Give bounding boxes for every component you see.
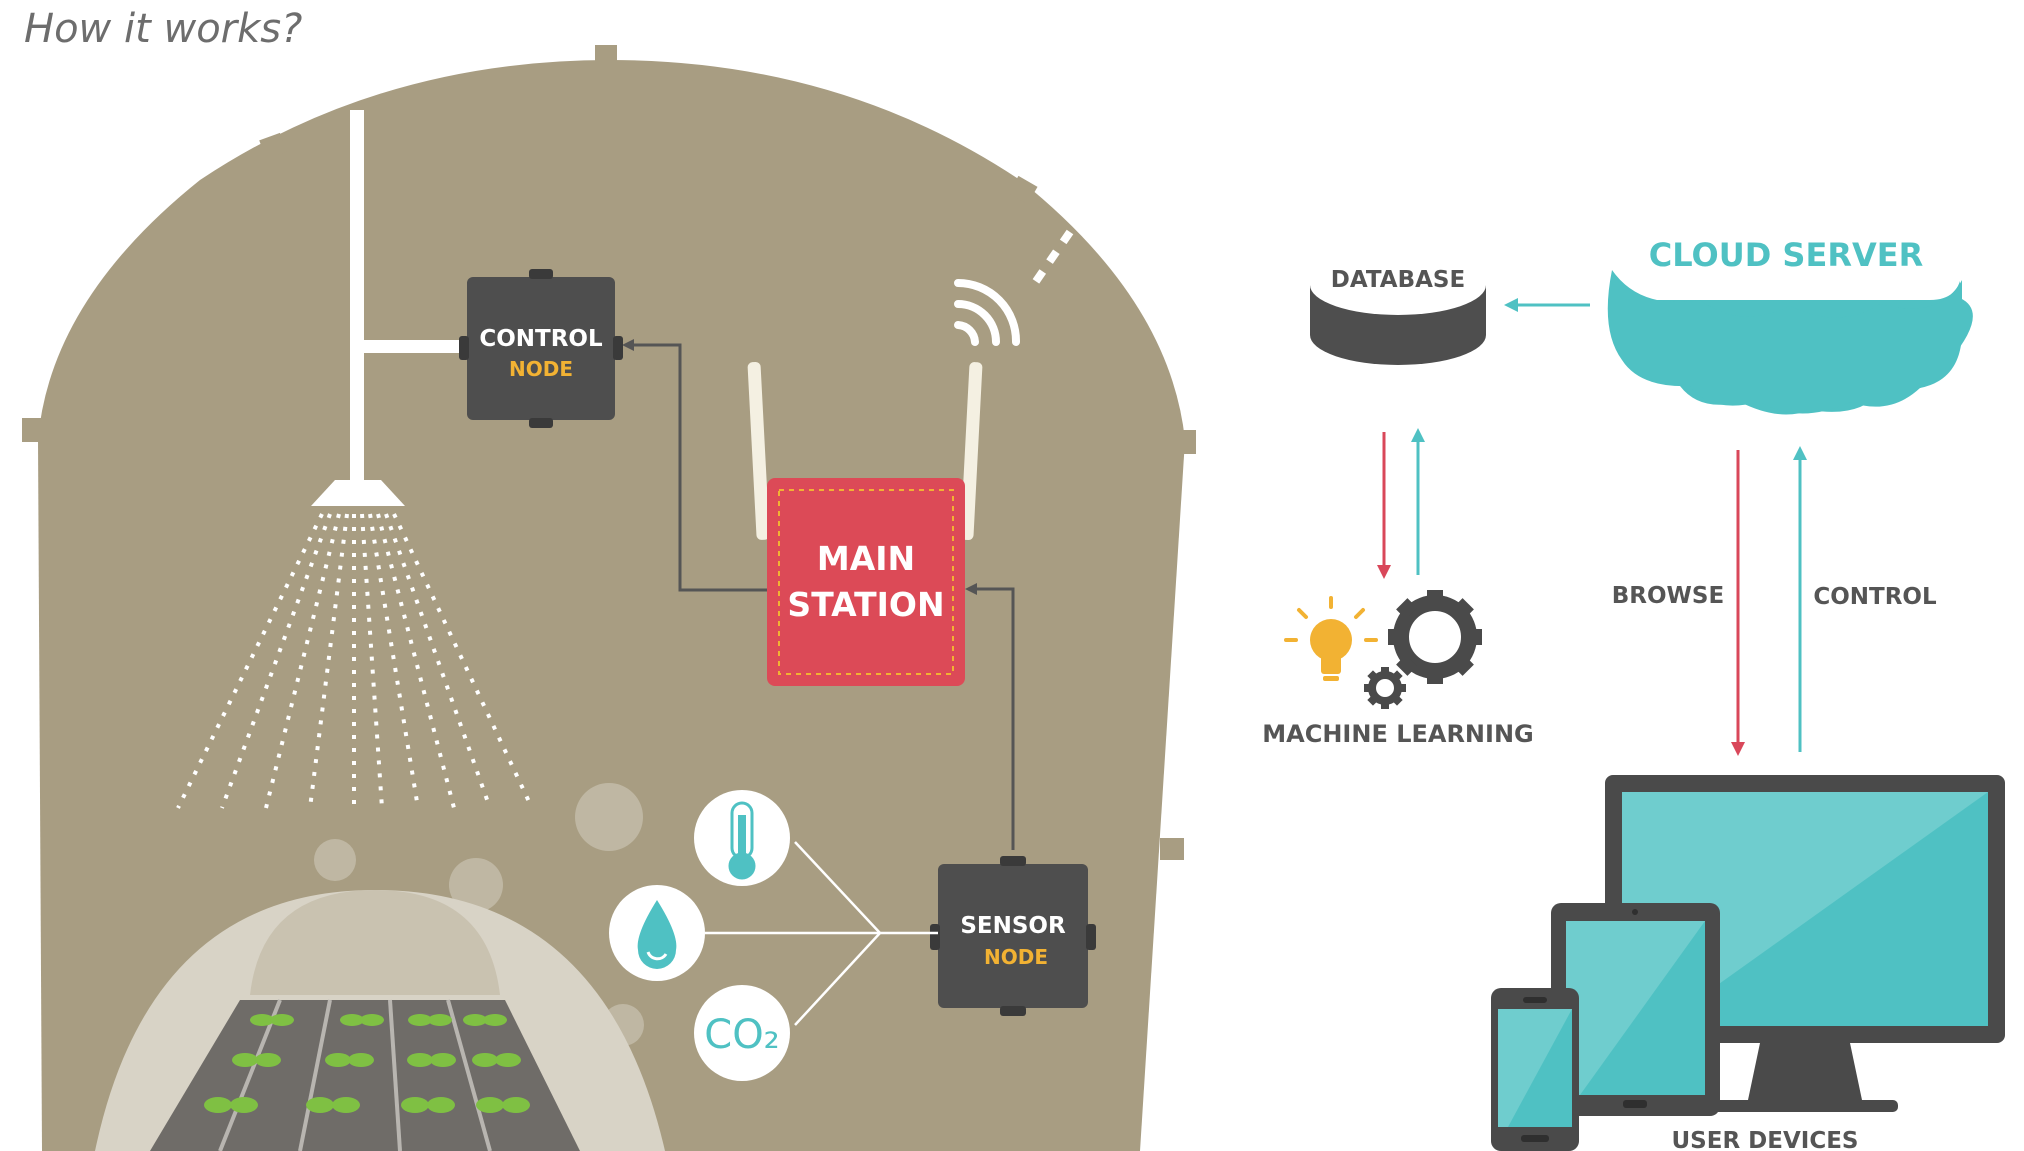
humidity-sensor [609, 885, 705, 981]
cloud-server: CLOUD SERVER [1607, 191, 1973, 415]
antenna-left [747, 362, 770, 540]
thermometer-sensor [694, 790, 790, 886]
page-title: How it works? [24, 6, 302, 52]
gear-icon [1388, 590, 1482, 684]
control-node-sublabel: NODE [509, 357, 573, 381]
machine-learning: MACHINE LEARNING [1262, 590, 1534, 748]
database-label: DATABASE [1331, 267, 1465, 293]
co2-sensor: CO₂ [694, 985, 790, 1081]
cloud-server-label: CLOUD SERVER [1649, 236, 1923, 274]
sensor-node-label: SENSOR [960, 913, 1066, 939]
database: DATABASE [1310, 255, 1486, 365]
phone-icon [1491, 988, 1579, 1151]
sensor-to-station-arrow [965, 583, 1015, 850]
sensor-node-sublabel: NODE [984, 945, 1048, 969]
small-gear-icon [1364, 667, 1406, 709]
seedlings [204, 1014, 530, 1113]
water-spray [176, 513, 534, 809]
sprinkler-head [311, 480, 405, 506]
main-station-label-2: STATION [787, 585, 944, 624]
sensor-links [705, 841, 938, 1026]
control-label: CONTROL [1813, 584, 1937, 610]
greenhouse [22, 45, 1196, 1151]
control-node-label: CONTROL [479, 326, 603, 352]
browse-label: BROWSE [1612, 583, 1724, 609]
machine-learning-label: MACHINE LEARNING [1262, 720, 1533, 748]
water-drop-icon [637, 900, 677, 969]
main-station-label-1: MAIN [817, 539, 915, 578]
wireless-signal [1026, 229, 1074, 293]
user-devices-label: USER DEVICES [1672, 1128, 1859, 1151]
user-devices: USER DEVICES [1491, 775, 2005, 1151]
wifi-icon [954, 279, 1021, 346]
co2-icon: CO₂ [704, 1012, 779, 1058]
sensor-node: SENSOR NODE [930, 856, 1096, 1016]
main-station: MAIN STATION [747, 229, 1074, 686]
control-node: CONTROL NODE [459, 269, 623, 428]
lightbulb-icon [1284, 596, 1378, 681]
crop-bed [150, 1000, 580, 1151]
tablet-icon [1551, 903, 1720, 1116]
station-to-control-arrow [622, 339, 767, 592]
antenna-right [960, 362, 983, 540]
